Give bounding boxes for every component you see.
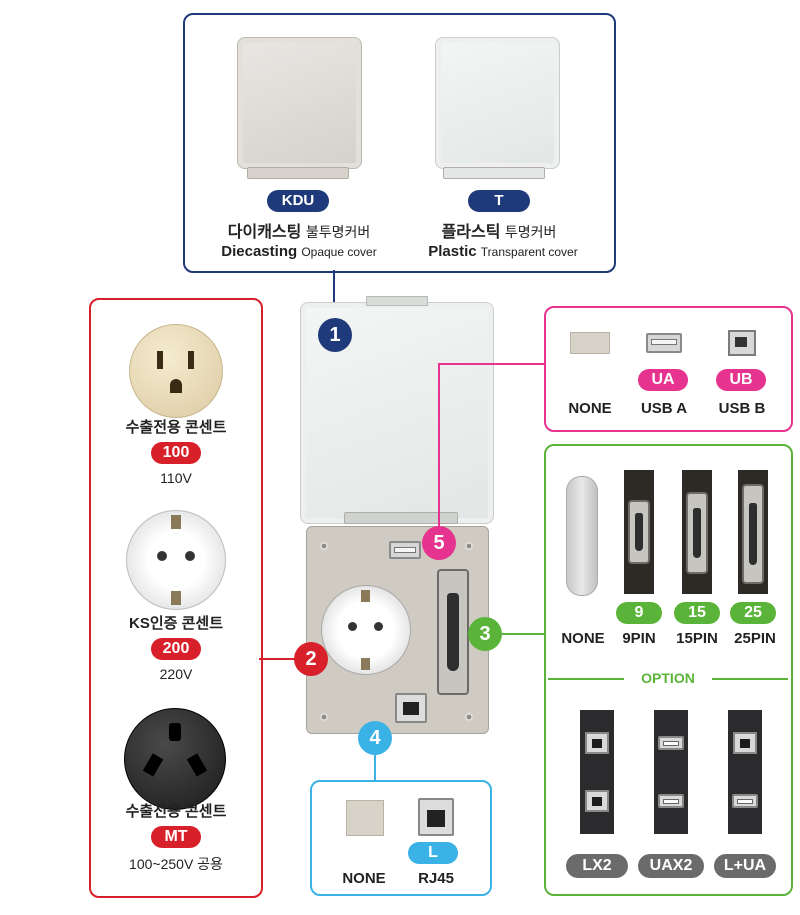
outlet-200-voltage: 220V	[159, 666, 193, 682]
faceplate-outlet	[321, 585, 411, 675]
kdu-kr-label: 다이캐스팅 불투명커버	[227, 224, 371, 241]
outlet-mt-voltage: 100~250V 공용	[129, 856, 223, 872]
dsub-9-label: 9PIN	[622, 630, 656, 647]
dsub-25-label: 25PIN	[734, 630, 776, 647]
t-kr-label: 플라스틱 투명커버	[441, 224, 557, 241]
option-divider	[712, 678, 788, 680]
option-label: OPTION	[641, 670, 695, 686]
dsub-9-image	[624, 470, 654, 594]
connector-line	[333, 270, 335, 322]
marker-3: 3	[468, 617, 502, 651]
lx2-strip-image	[580, 710, 614, 834]
kdu-badge: KDU	[267, 190, 329, 212]
dsub-none-image	[566, 476, 598, 596]
dsub-15-badge: 15	[674, 602, 720, 624]
kdu-en-label: Diecasting Opaque cover	[221, 243, 377, 260]
ks-outlet-image	[126, 510, 226, 610]
usb-a-label: USB A	[640, 400, 688, 417]
outlet-100-voltage: 110V	[160, 470, 192, 486]
usb-none-label: NONE	[568, 400, 612, 417]
dsub-options-box: 9 15 25 NONE 9PIN 15PIN 25PIN OPTION LX2…	[544, 444, 793, 896]
outlet-200-name: KS인증 콘센트	[128, 615, 223, 632]
rj45-image	[418, 798, 454, 836]
rj-none-label: NONE	[342, 870, 386, 887]
cover-hinge	[247, 167, 349, 179]
universal-outlet-image	[124, 708, 226, 810]
outlet-mt-name: 수출전용 콘센트	[125, 803, 227, 820]
connector-line	[259, 658, 295, 660]
outlet-100-name: 수출전용 콘센트	[125, 419, 227, 436]
outlet-mt-badge: MT	[151, 826, 201, 848]
plastic-cover-image	[435, 37, 560, 169]
usb-b-label: USB B	[718, 400, 766, 417]
rj45-badge: L	[408, 842, 458, 864]
dsub-9-badge: 9	[616, 602, 662, 624]
marker-2: 2	[294, 642, 328, 676]
connector-line	[438, 363, 544, 365]
usb-none-image	[570, 332, 610, 354]
rj45-port	[395, 693, 427, 723]
rj45-options-box: L NONE RJ45	[310, 780, 492, 896]
usb-b-image	[728, 330, 756, 356]
usb-b-badge: UB	[716, 369, 766, 391]
diecasting-cover-image	[237, 37, 362, 169]
option-divider	[548, 678, 624, 680]
dsub-15-label: 15PIN	[676, 630, 718, 647]
uax2-badge: UAX2	[638, 854, 704, 878]
marker-1: 1	[318, 318, 352, 352]
cover-top-hinge	[366, 296, 428, 306]
us-outlet-image	[129, 324, 223, 418]
t-en-label: Plastic Transparent cover	[428, 243, 578, 260]
connector-line	[502, 633, 544, 635]
product-faceplate	[306, 526, 489, 734]
lx2-badge: LX2	[566, 854, 628, 878]
lua-strip-image	[728, 710, 762, 834]
outlet-200-badge: 200	[151, 638, 201, 660]
connector-line	[438, 364, 440, 528]
rj-none-image	[346, 800, 384, 836]
dsub-25-port	[437, 569, 469, 695]
usb-a-port	[389, 541, 421, 559]
usb-a-badge: UA	[638, 369, 688, 391]
rj45-label: RJ45	[418, 870, 454, 887]
dsub-25-image	[738, 470, 768, 594]
uax2-strip-image	[654, 710, 688, 834]
cover-options-box: KDU 다이캐스팅 불투명커버 Diecasting Opaque cover …	[183, 13, 616, 273]
t-badge: T	[468, 190, 530, 212]
lua-badge: L+UA	[714, 854, 776, 878]
dsub-25-badge: 25	[730, 602, 776, 624]
cover-hinge	[443, 167, 545, 179]
marker-4: 4	[358, 721, 392, 755]
usb-options-box: UA UB NONE USB A USB B	[544, 306, 793, 432]
cover-hinge	[344, 512, 458, 524]
dsub-none-label: NONE	[561, 630, 605, 647]
outlet-100-badge: 100	[151, 442, 201, 464]
usb-a-image	[646, 333, 682, 353]
connector-line	[374, 755, 376, 781]
dsub-15-image	[682, 470, 712, 594]
marker-5: 5	[422, 526, 456, 560]
outlet-options-box: 수출전용 콘센트 100 110V KS인증 콘센트 200 220V 수출전용…	[89, 298, 263, 898]
